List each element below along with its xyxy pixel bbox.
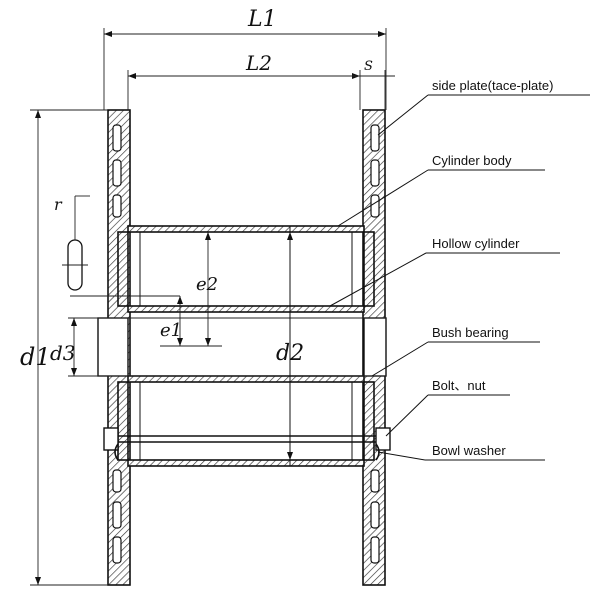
label-bowl-washer: Bowl washer [432, 443, 506, 458]
dimension-e1-e2: e1 e2 [70, 232, 222, 347]
dimension-d3: d3 [50, 317, 98, 377]
label-d1: d1 [20, 343, 51, 371]
hollow-cylinder [127, 305, 365, 383]
label-bolt-nut: Bolt、nut [432, 378, 486, 393]
dimension-d2: d2 [276, 232, 304, 460]
bolt-nut [103, 427, 391, 451]
dimension-d1: d1 [20, 109, 108, 586]
label-hollow-cylinder: Hollow cylinder [432, 236, 520, 251]
dimension-S: S [352, 59, 395, 110]
bush-bearing [97, 317, 387, 377]
label-cylinder-body: Cylinder body [432, 153, 512, 168]
label-e2: e2 [196, 274, 218, 295]
label-e1: e1 [160, 320, 182, 341]
bowl-washer [114, 443, 380, 461]
label-side-plate: side plate(tace-plate) [432, 78, 553, 93]
centerlines [139, 226, 353, 466]
label-L1: L1 [247, 7, 277, 32]
dimension-r: r [54, 195, 90, 291]
label-d3: d3 [50, 341, 76, 365]
callout-leaders [329, 94, 590, 461]
dimension-L1: L1 [103, 7, 387, 110]
dimension-L2: L2 [127, 51, 361, 110]
label-S: S [364, 59, 373, 74]
label-L2: L2 [245, 51, 272, 75]
cylinder-body [117, 225, 375, 467]
label-d2: d2 [276, 341, 304, 366]
callout-labels: side plate(tace-plate) Cylinder body Hol… [432, 78, 553, 458]
label-r: r [54, 195, 63, 214]
label-bush-bearing: Bush bearing [432, 325, 509, 340]
